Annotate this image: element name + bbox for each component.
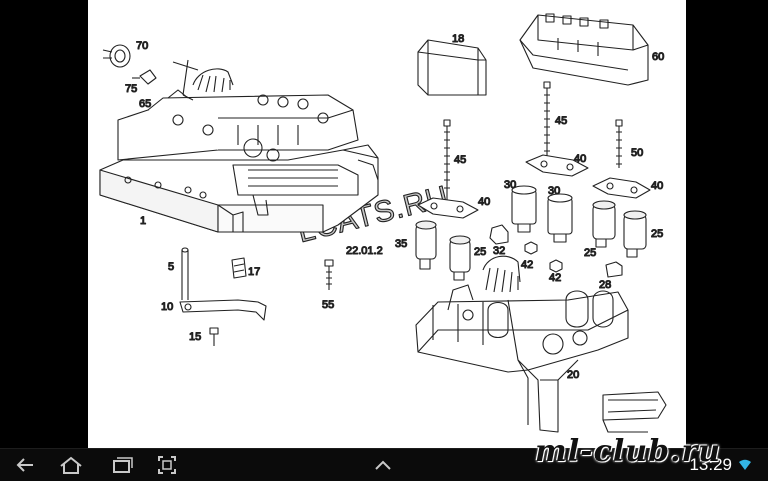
clamp-plate-40-mid [525, 154, 589, 177]
label-part-25-right: 25 [651, 228, 663, 240]
label-part-45-right: 45 [555, 115, 567, 127]
wifi-signal-icon [739, 459, 751, 470]
bolt-50 [615, 119, 623, 168]
status-clock: 13:29 [689, 455, 732, 474]
recent-apps-button[interactable] [101, 453, 141, 477]
screw-15 [209, 327, 219, 346]
clamp-plate-40-right [592, 177, 651, 199]
solenoid-30-right [547, 193, 573, 243]
label-part-40-left: 40 [478, 196, 490, 208]
nut-42 [524, 241, 563, 273]
label-part-45-left: 45 [454, 154, 466, 166]
label-part-30-left: 30 [504, 179, 516, 191]
label-part-42-b: 42 [549, 272, 561, 284]
label-part-40-mid: 40 [574, 153, 586, 165]
menu-up-button[interactable] [363, 453, 403, 477]
part-60-plug-block [519, 13, 649, 86]
label-part-18: 18 [452, 33, 464, 45]
screenshot-button[interactable] [147, 453, 187, 477]
chevron-up-icon [375, 460, 391, 470]
valve-body-assembly [99, 59, 379, 233]
diagram-viewer[interactable]: LCATS.RU 22.01.2 [88, 0, 686, 448]
label-part-10: 10 [161, 301, 173, 313]
bolt-55 [324, 259, 334, 290]
label-part-30-right: 30 [548, 185, 560, 197]
home-button[interactable] [51, 453, 91, 477]
label-part-28: 28 [599, 279, 611, 291]
back-arrow-icon [16, 458, 33, 472]
part-70-cap [102, 44, 131, 68]
label-part-20: 20 [567, 369, 579, 381]
clamp-plate-40-left [417, 197, 479, 219]
pin-5 [181, 247, 189, 300]
label-part-15: 15 [189, 331, 201, 343]
date-stamp: 22.01.2 [346, 245, 383, 257]
label-part-40-right: 40 [651, 180, 663, 192]
parts-diagram: LCATS.RU 22.01.2 [99, 13, 667, 433]
label-part-32: 32 [493, 245, 505, 257]
bolt-45-right [543, 81, 551, 158]
label-part-1: 1 [140, 215, 146, 227]
inset-detail [602, 391, 667, 433]
solenoid-30-left [511, 185, 537, 233]
label-part-60: 60 [652, 51, 664, 63]
part-18-cover [417, 39, 487, 96]
part-65-75-clip [132, 69, 157, 85]
conductor-plate-20 [415, 255, 629, 433]
label-part-25-a: 25 [584, 247, 596, 259]
home-icon [60, 456, 82, 474]
solenoid-35 [415, 220, 437, 270]
lever-10 [179, 299, 267, 321]
brand-watermark: ml-club.ru [535, 434, 722, 469]
label-part-50: 50 [631, 147, 643, 159]
label-part-75: 75 [125, 83, 137, 95]
label-part-35: 35 [395, 238, 407, 250]
recent-apps-icon [113, 457, 133, 473]
bolt-45-left [443, 119, 451, 200]
label-part-42-a: 42 [521, 259, 533, 271]
label-part-65: 65 [139, 98, 151, 110]
label-part-25-c: 25 [474, 246, 486, 258]
label-part-55: 55 [322, 299, 334, 311]
back-button[interactable] [5, 453, 45, 477]
solenoid-25-a [592, 200, 616, 248]
label-part-70: 70 [136, 40, 148, 52]
plug-17 [231, 257, 247, 279]
label-part-5: 5 [168, 261, 174, 273]
label-part-17: 17 [248, 266, 260, 278]
solenoid-25-b [623, 210, 647, 258]
system-navigation-bar: 13:29 [0, 448, 768, 481]
connector-28 [605, 261, 623, 278]
solenoid-25-c [449, 235, 471, 281]
connector-32 [489, 224, 509, 245]
screenshot-icon [158, 456, 176, 474]
